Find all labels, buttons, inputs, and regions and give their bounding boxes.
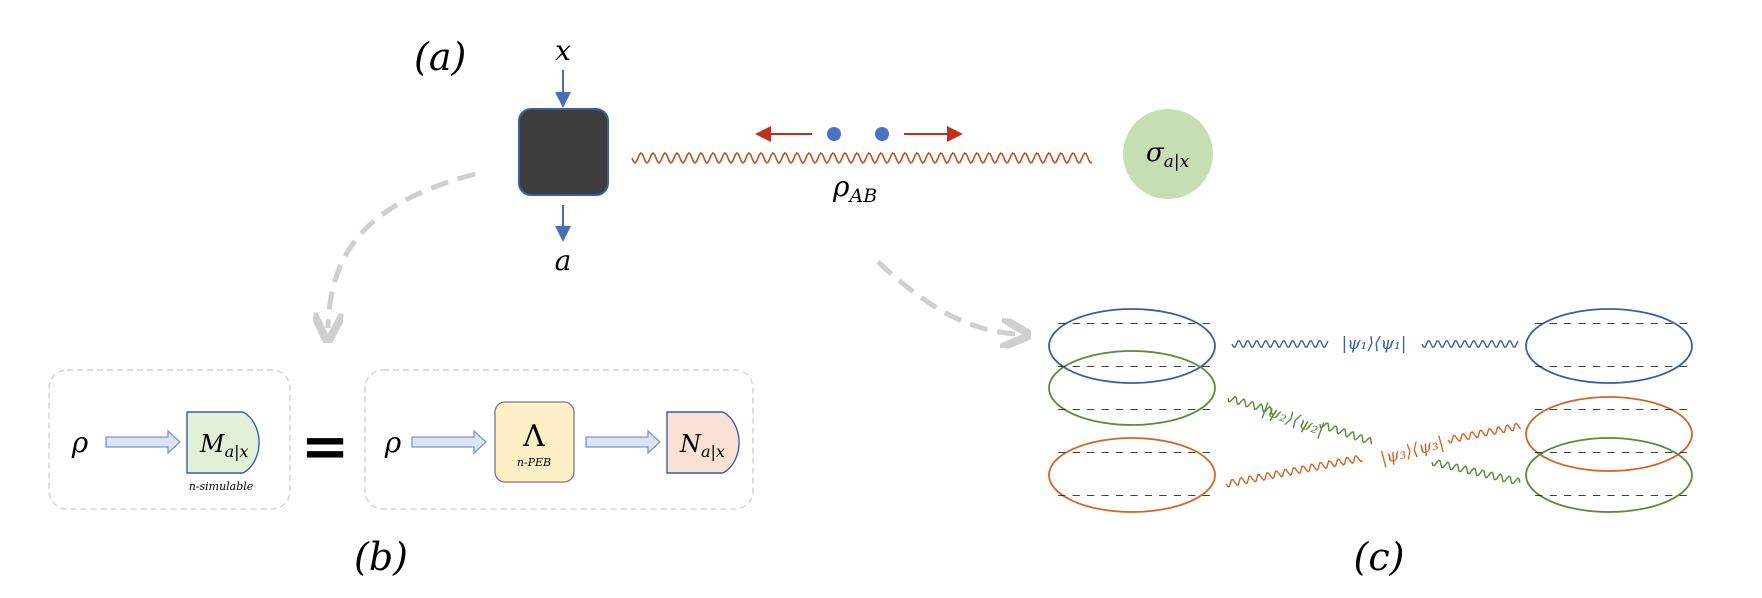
psi1-label: |ψ₁⟩⟨ψ₁|	[1341, 334, 1406, 354]
right-slot-5: – – – – – – – – – – –	[1535, 488, 1687, 502]
psi2-wave-far-right	[1431, 459, 1521, 485]
right-ellipse-blue	[1525, 308, 1693, 384]
assemblage-label: σa|x	[1146, 138, 1190, 172]
particle-right	[875, 127, 889, 141]
hollow-arrow-2	[411, 429, 487, 455]
psi2-wave-right	[1319, 422, 1372, 445]
right-slot-1: – – – – – – – – – – –	[1535, 316, 1687, 330]
measurement-n-label: Na|x	[679, 430, 725, 461]
channel-caption: n-PEB	[517, 456, 551, 469]
right-ellipse-green	[1525, 437, 1693, 513]
measurement-n-shape	[666, 411, 740, 474]
equals-sign: =	[301, 412, 350, 480]
left-ellipse-blue	[1048, 308, 1216, 384]
measurement-m-shape	[186, 411, 260, 474]
left-ellipse-orange	[1048, 437, 1216, 513]
left-slot-2: – – – – – – – – – – –	[1058, 359, 1210, 373]
psi1-wave-left	[1231, 340, 1329, 348]
psi3-wave-left	[1225, 454, 1363, 488]
channel-box	[494, 401, 575, 483]
panel-b-label: (b)	[354, 535, 408, 579]
measurement-m-label: Ma|x	[199, 430, 249, 461]
psi2-label: |ψ₂⟩⟨ψ₂|	[1259, 399, 1327, 440]
assemblage-circle	[1123, 109, 1213, 199]
psi2-wave-left	[1227, 395, 1277, 416]
right-slot-2: – – – – – – – – – – –	[1535, 359, 1687, 373]
channel-label: Λ	[522, 419, 545, 454]
input-x-label: x	[555, 34, 571, 67]
right-ellipse-orange	[1525, 396, 1693, 472]
left-slot-4: – – – – – – – – – – –	[1058, 445, 1210, 459]
right-slot-3: – – – – – – – – – – –	[1535, 402, 1687, 416]
left-ellipse-green	[1048, 350, 1216, 426]
panel-b-right-frame	[364, 369, 754, 510]
particle-left	[827, 127, 841, 141]
psi1-wave-right	[1421, 340, 1519, 348]
panel-b-rho-left: ρ	[71, 426, 89, 459]
state-wave-rho-ab	[631, 151, 1093, 165]
hollow-arrow-3	[585, 429, 661, 455]
panel-a-label: (a)	[414, 35, 466, 79]
rho-ab-label: ρAB	[832, 170, 877, 207]
psi3-wave-right	[1447, 422, 1522, 444]
output-a-label: a	[555, 244, 572, 277]
panel-b-rho-right: ρ	[384, 426, 402, 459]
black-box-device	[518, 108, 609, 196]
panel-c-label: (c)	[1354, 535, 1405, 579]
hollow-arrow-1	[105, 429, 181, 455]
measurement-m-caption: n-simulable	[189, 480, 254, 493]
dashed-arrow-to-b	[328, 171, 476, 328]
left-slot-1: – – – – – – – – – – –	[1058, 316, 1210, 330]
right-slot-4: – – – – – – – – – – –	[1535, 445, 1687, 459]
dashed-arrow-to-c	[876, 260, 1016, 334]
left-slot-5: – – – – – – – – – – –	[1058, 488, 1210, 502]
panel-b-left-frame	[48, 369, 291, 510]
left-slot-3: – – – – – – – – – – –	[1058, 402, 1210, 416]
